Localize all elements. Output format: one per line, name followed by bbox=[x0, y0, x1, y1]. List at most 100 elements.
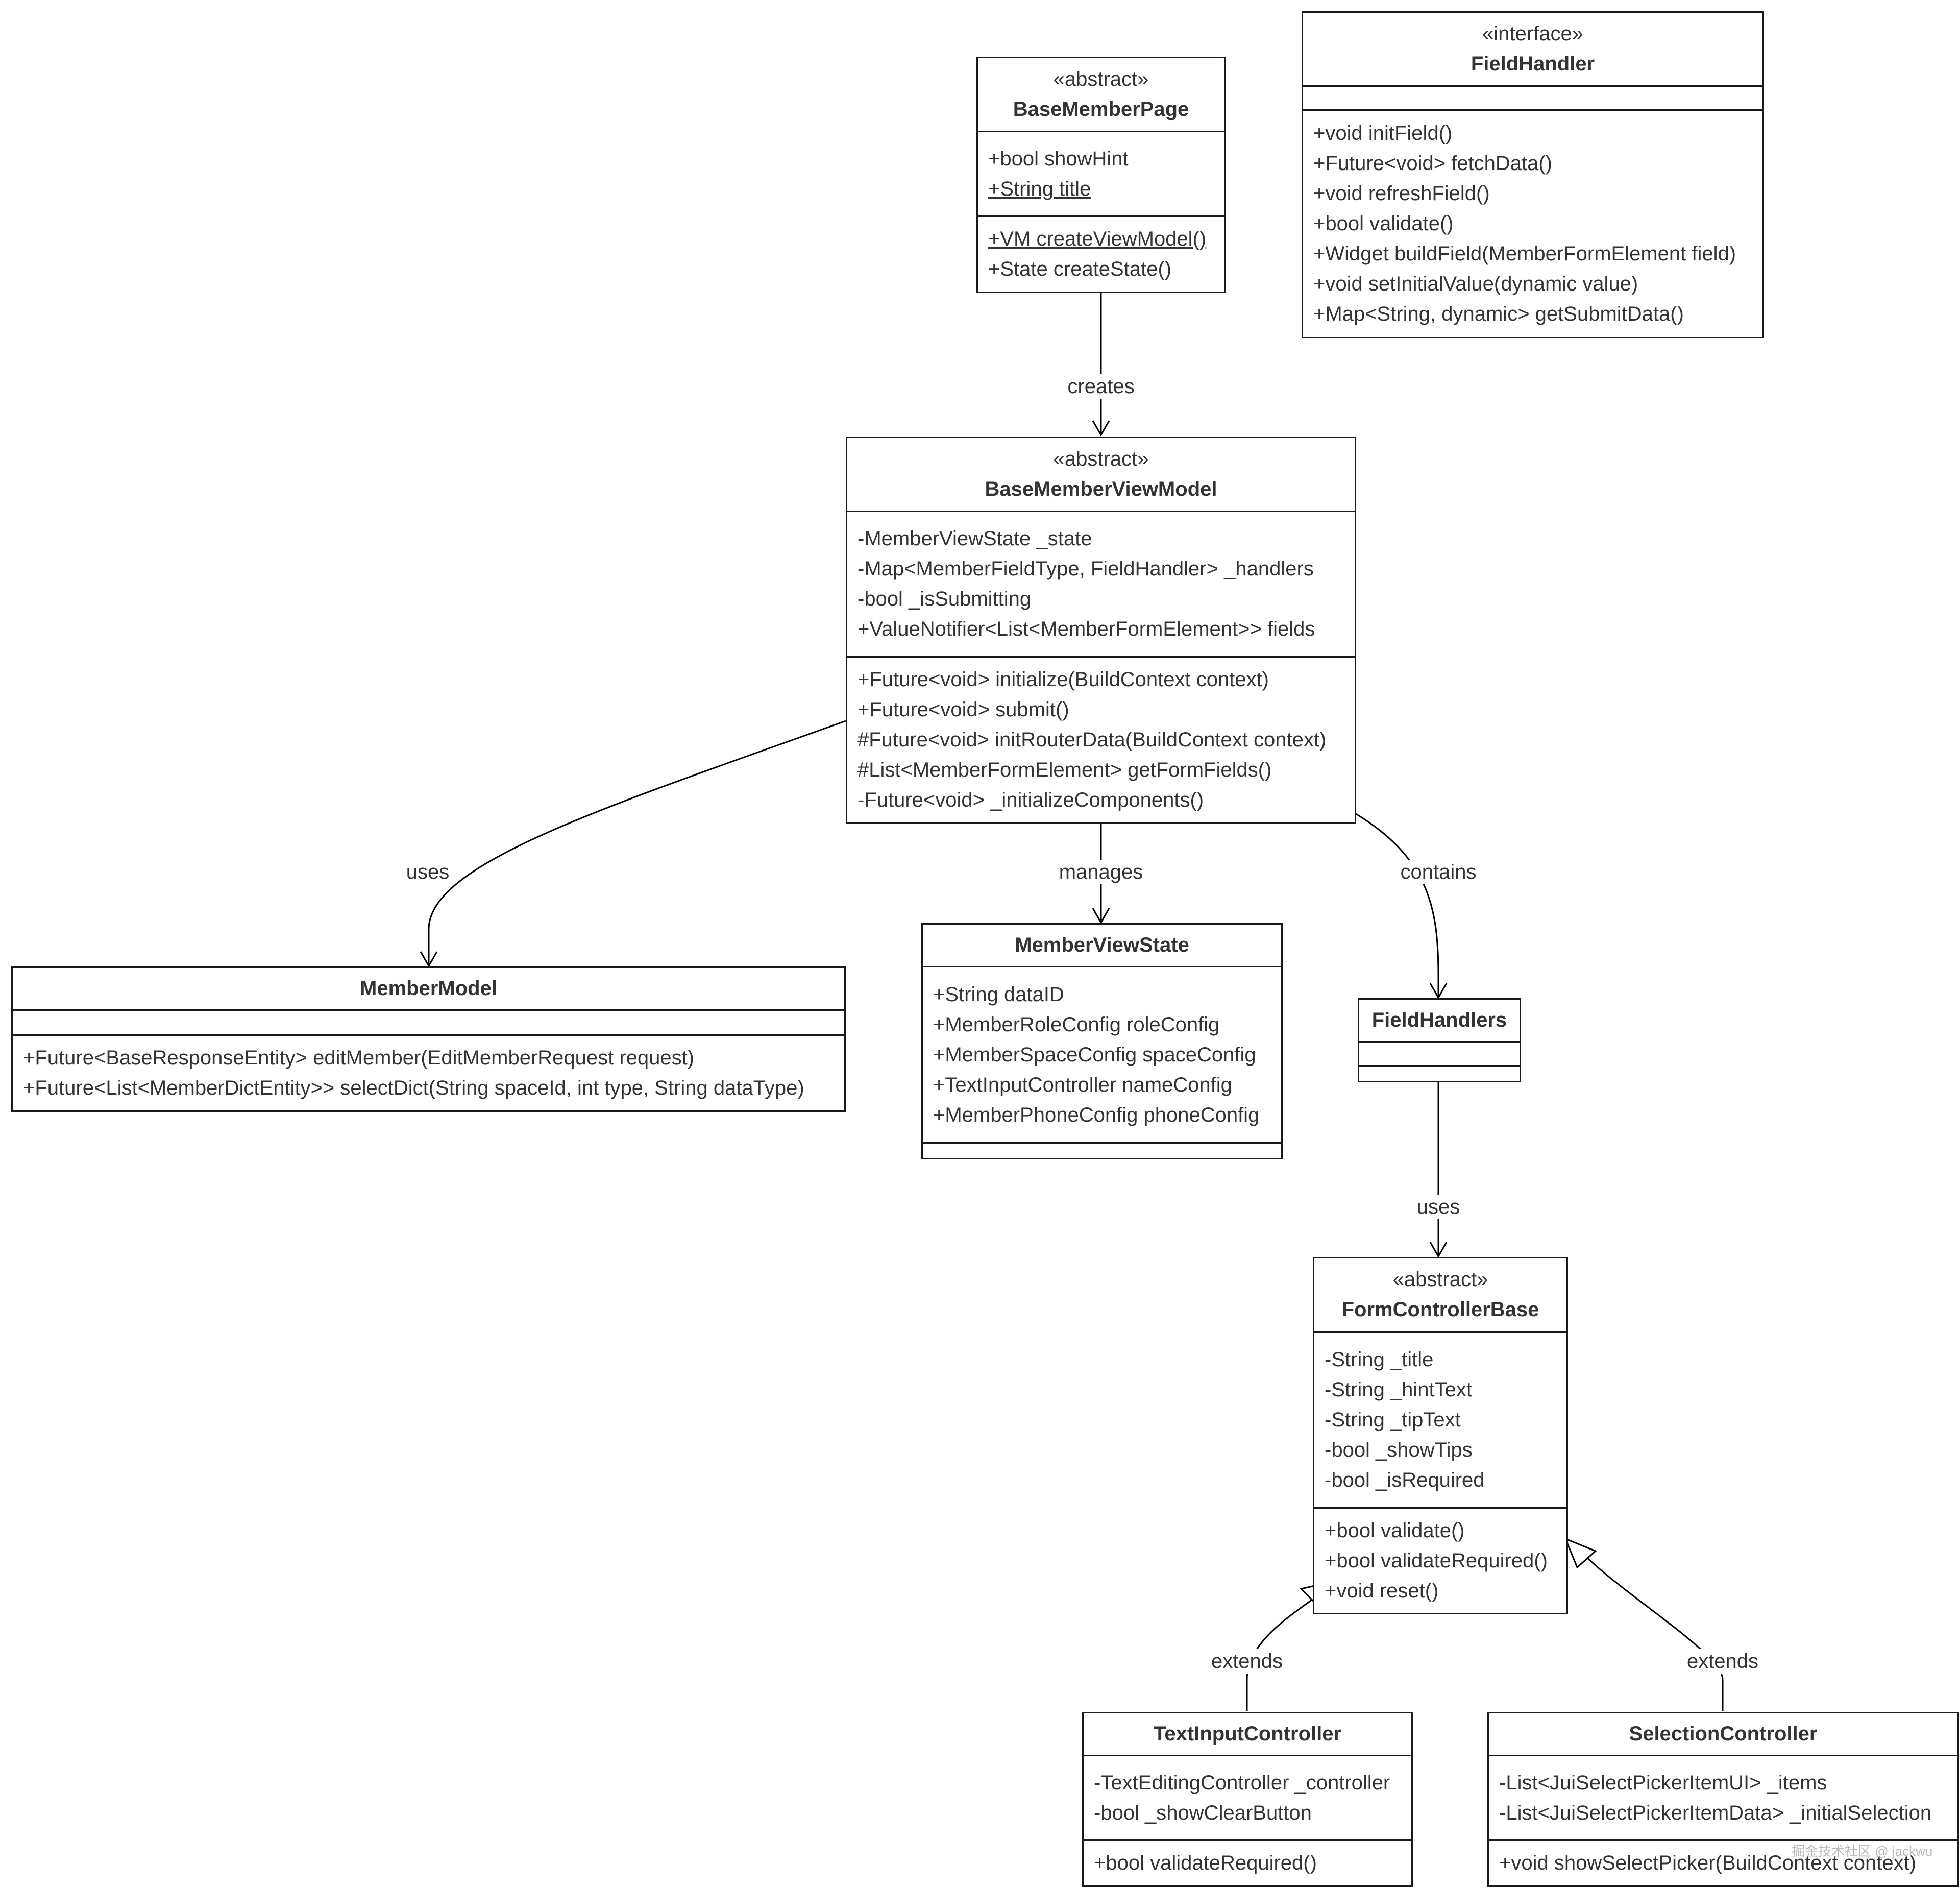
attribute: +TextInputController nameConfig bbox=[933, 1073, 1232, 1096]
class-header: MemberModel bbox=[13, 968, 844, 1011]
methods-section bbox=[1359, 1067, 1520, 1081]
class-field-handler[interactable]: «interface» FieldHandler +void initField… bbox=[1302, 11, 1764, 338]
class-name: BaseMemberViewModel bbox=[985, 478, 1217, 500]
class-header: SelectionController bbox=[1489, 1713, 1957, 1756]
uses-model-line bbox=[428, 720, 846, 965]
attribute: +bool showHint bbox=[988, 147, 1129, 170]
uses-model-arrowhead bbox=[420, 951, 438, 968]
methods-section: +void initField() +Future<void> fetchDat… bbox=[1303, 111, 1762, 337]
class-header: TextInputController bbox=[1084, 1713, 1411, 1756]
class-selection-controller[interactable]: SelectionController -List<JuiSelectPicke… bbox=[1487, 1712, 1959, 1887]
method: +void reset() bbox=[1325, 1579, 1439, 1602]
label-uses-base: uses bbox=[1413, 1195, 1463, 1219]
attribute: -bool _showClearButton bbox=[1094, 1801, 1312, 1824]
attribute: +MemberPhoneConfig phoneConfig bbox=[933, 1103, 1260, 1126]
class-base-member-page[interactable]: «abstract» BaseMemberPage +bool showHint… bbox=[976, 57, 1226, 293]
class-member-view-state[interactable]: MemberViewState +String dataID +MemberRo… bbox=[921, 923, 1283, 1159]
method: +void showSelectPicker(BuildContext cont… bbox=[1499, 1852, 1917, 1874]
method: +Future<void> fetchData() bbox=[1313, 152, 1553, 175]
class-name: SelectionController bbox=[1629, 1723, 1818, 1745]
attributes-section bbox=[1303, 87, 1762, 111]
methods-section: +Future<BaseResponseEntity> editMember(E… bbox=[13, 1036, 844, 1110]
stereotype: «abstract» bbox=[1053, 448, 1149, 470]
class-name: FormControllerBase bbox=[1341, 1298, 1539, 1321]
class-name: MemberModel bbox=[360, 977, 497, 1000]
class-header: MemberViewState bbox=[923, 925, 1281, 967]
attribute: -bool _showTips bbox=[1325, 1438, 1473, 1461]
attribute: -List<JuiSelectPickerItemData> _initialS… bbox=[1499, 1801, 1932, 1824]
attribute-static: +String title bbox=[988, 177, 1091, 200]
method-static: +VM createViewModel() bbox=[988, 228, 1207, 250]
attribute: +MemberRoleConfig roleConfig bbox=[933, 1013, 1220, 1036]
attribute: +MemberSpaceConfig spaceConfig bbox=[933, 1043, 1256, 1066]
methods-section bbox=[923, 1144, 1281, 1158]
method: +bool validateRequired() bbox=[1094, 1852, 1317, 1874]
class-field-handlers[interactable]: FieldHandlers bbox=[1358, 998, 1521, 1082]
attribute: -String _tipText bbox=[1325, 1408, 1461, 1431]
label-extends-selection: extends bbox=[1683, 1649, 1762, 1674]
attributes-section: +String dataID +MemberRoleConfig roleCon… bbox=[923, 967, 1281, 1144]
stereotype: «abstract» bbox=[1392, 1268, 1488, 1291]
class-base-member-view-model[interactable]: «abstract» BaseMemberViewModel -MemberVi… bbox=[846, 437, 1356, 824]
stereotype: «abstract» bbox=[1053, 68, 1149, 90]
attributes-section: -MemberViewState _state -Map<MemberField… bbox=[847, 512, 1355, 658]
class-name: TextInputController bbox=[1153, 1723, 1342, 1745]
class-name: BaseMemberPage bbox=[1013, 98, 1189, 120]
contains-line bbox=[1354, 812, 1439, 997]
class-form-controller-base[interactable]: «abstract» FormControllerBase -String _t… bbox=[1313, 1257, 1568, 1614]
attribute: +ValueNotifier<List<MemberFormElement>> … bbox=[857, 618, 1315, 640]
attributes-section bbox=[1359, 1043, 1520, 1067]
class-name: FieldHandler bbox=[1471, 53, 1595, 75]
attributes-section bbox=[13, 1011, 844, 1036]
label-creates: creates bbox=[1064, 374, 1138, 399]
methods-section: +bool validate() +bool validateRequired(… bbox=[1314, 1509, 1566, 1613]
method: -Future<void> _initializeComponents() bbox=[857, 789, 1204, 811]
class-name: FieldHandlers bbox=[1371, 1009, 1507, 1031]
label-manages: manages bbox=[1056, 860, 1146, 884]
class-header: «abstract» FormControllerBase bbox=[1314, 1258, 1566, 1333]
method: +void initField() bbox=[1313, 122, 1453, 144]
label-extends-text: extends bbox=[1208, 1649, 1286, 1674]
attribute: -bool _isSubmitting bbox=[857, 588, 1032, 610]
class-member-model[interactable]: MemberModel +Future<BaseResponseEntity> … bbox=[11, 966, 846, 1112]
manages-arrowhead bbox=[1092, 908, 1110, 925]
method: #Future<void> initRouterData(BuildContex… bbox=[857, 729, 1327, 751]
attribute: -TextEditingController _controller bbox=[1094, 1771, 1390, 1794]
methods-section: +void showSelectPicker(BuildContext cont… bbox=[1489, 1841, 1957, 1885]
contains-arrowhead bbox=[1429, 983, 1448, 1000]
method: +bool validateRequired() bbox=[1325, 1549, 1548, 1572]
attribute: -List<JuiSelectPickerItemUI> _items bbox=[1499, 1771, 1827, 1794]
method: +bool validate() bbox=[1325, 1519, 1465, 1542]
method: +void refreshField() bbox=[1313, 182, 1490, 205]
creates-arrowhead bbox=[1092, 420, 1110, 437]
stereotype: «interface» bbox=[1482, 22, 1583, 45]
attribute: -Map<MemberFieldType, FieldHandler> _han… bbox=[857, 558, 1314, 580]
methods-section: +bool validateRequired() bbox=[1084, 1841, 1411, 1885]
method: #List<MemberFormElement> getFormFields() bbox=[857, 759, 1272, 781]
watermark: 掘金技术社区 @ jackwu bbox=[1792, 1844, 1933, 1859]
attribute: -bool _isRequired bbox=[1325, 1468, 1485, 1491]
attribute: -String _title bbox=[1325, 1348, 1434, 1371]
extends-selection-line bbox=[1583, 1554, 1724, 1711]
extends-selection-arrowhead bbox=[1564, 1537, 1597, 1569]
method: +State createState() bbox=[988, 258, 1172, 280]
class-header: «interface» FieldHandler bbox=[1303, 13, 1762, 87]
attributes-section: -String _title -String _hintText -String… bbox=[1314, 1333, 1566, 1509]
attributes-section: -TextEditingController _controller -bool… bbox=[1084, 1756, 1411, 1841]
method: +void setInitialValue(dynamic value) bbox=[1313, 273, 1638, 295]
attributes-section: -List<JuiSelectPickerItemUI> _items -Lis… bbox=[1489, 1756, 1957, 1841]
label-uses-model: uses bbox=[403, 860, 453, 884]
methods-section: +VM createViewModel() +State createState… bbox=[978, 217, 1224, 292]
method: +Map<String, dynamic> getSubmitData() bbox=[1313, 303, 1684, 325]
method: +Widget buildField(MemberFormElement fie… bbox=[1313, 243, 1736, 265]
class-header: FieldHandlers bbox=[1359, 1000, 1520, 1043]
uses-base-arrowhead bbox=[1429, 1242, 1448, 1258]
method: +bool validate() bbox=[1313, 212, 1454, 235]
class-name: MemberViewState bbox=[1015, 934, 1189, 956]
attribute: +String dataID bbox=[933, 983, 1064, 1006]
attribute: -MemberViewState _state bbox=[857, 527, 1092, 550]
method: +Future<void> submit() bbox=[857, 698, 1069, 721]
methods-section: +Future<void> initialize(BuildContext co… bbox=[847, 658, 1355, 822]
label-contains: contains bbox=[1397, 860, 1480, 884]
class-text-input-controller[interactable]: TextInputController -TextEditingControll… bbox=[1082, 1712, 1413, 1887]
